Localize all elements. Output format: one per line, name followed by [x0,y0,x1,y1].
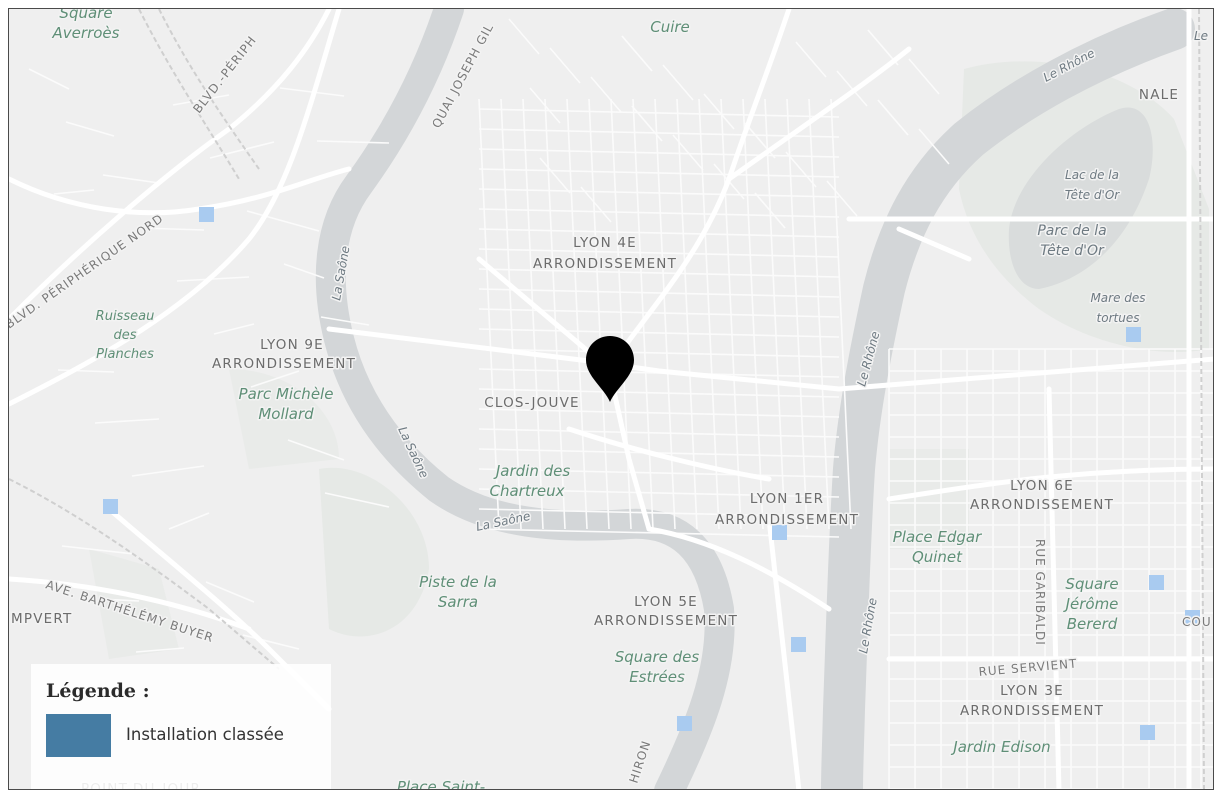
park-label: Estrées [629,668,685,686]
railways [9,9,1205,789]
installation-marker[interactable] [103,499,118,514]
park-label: Jérôme [1063,595,1119,613]
park-label: Jardin Edison [950,738,1050,756]
park-label: Place Saint- [397,778,485,790]
installation-marker[interactable] [677,716,692,731]
street-label: BLVD.-PÉRIPH [190,32,260,115]
installation-marker[interactable] [1185,610,1200,625]
district-label: CLOS-JOUVE [484,395,580,411]
installation-marker[interactable] [772,525,787,540]
district-label: ARRONDISSEMENT [970,497,1114,513]
installation-marker[interactable] [791,637,806,652]
district-label: ARRONDISSEMENT [533,256,677,272]
park-label: Planches [96,347,154,362]
park-label: Parc Michèle [239,385,334,403]
district-label: LYON 1ER [750,491,824,507]
district-label: ARRONDISSEMENT [960,703,1104,719]
map-canvas[interactable]: LYON 4E ARRONDISSEMENT LYON 9E ARRONDISS… [9,9,1214,790]
park-label: Cuire [650,18,690,36]
street-label: Le [1194,29,1208,43]
street-label: RUE GARIBALDI [1033,539,1047,646]
installation-marker[interactable] [1149,575,1164,590]
legend-item-label: Installation classée [126,725,284,744]
legend-swatch [46,714,111,757]
water-label: tortues [1097,311,1140,325]
street-label: COU [1182,615,1212,629]
park-label: Mollard [258,405,314,423]
park-label: Square [59,9,112,22]
park-label: Jardin des [493,462,570,480]
district-label: MPVERT [11,611,72,627]
water-label: Parc de la [1037,223,1106,239]
park-label: Ruisseau [96,309,155,324]
map-legend: Légende : Installation classée [31,664,331,789]
district-label: ARRONDISSEMENT [594,613,738,629]
district-label: LYON 6E [1010,478,1074,494]
district-label: ARRONDISSEMENT [212,356,356,372]
legend-title: Légende : [46,680,150,702]
park-label: Square des [615,648,700,666]
district-label: LYON 4E [573,235,637,251]
water-label: Tête d'Or [1040,243,1105,259]
major-roads [9,9,1213,789]
park-label: Averroès [52,24,120,42]
map-view[interactable]: LYON 4E ARRONDISSEMENT LYON 9E ARRONDISS… [8,8,1214,790]
park-label: Square [1065,575,1118,593]
park-label: Sarra [438,593,478,611]
district-label: ARRONDISSEMENT [715,512,859,528]
rivers [315,9,1195,789]
park-label: Quinet [912,548,963,566]
park-labels: Square Averroès Cuire Parc Michèle Molla… [50,9,1120,790]
district-label: LYON 9E [260,337,324,353]
street-label: HIRON [627,738,654,784]
district-label: NALE [1139,87,1179,103]
district-label: LYON 3E [1000,683,1064,699]
district-label: LYON 5E [634,594,698,610]
water-label: Tête d'Or [1065,188,1120,202]
water-label: Lac de la [1065,168,1119,182]
water-label: Mare des [1090,291,1145,305]
park-label: Chartreux [490,482,565,500]
installation-marker[interactable] [199,207,214,222]
green-areas [89,61,1209,659]
park-label: des [113,328,136,343]
location-pin-icon[interactable] [586,336,634,402]
park-label: Bererd [1067,615,1118,633]
park-label: Place Edgar [893,528,982,546]
installation-markers[interactable] [103,207,1200,740]
park-label: Piste de la [419,573,497,591]
installation-marker[interactable] [1126,327,1141,342]
installation-marker[interactable] [1140,725,1155,740]
